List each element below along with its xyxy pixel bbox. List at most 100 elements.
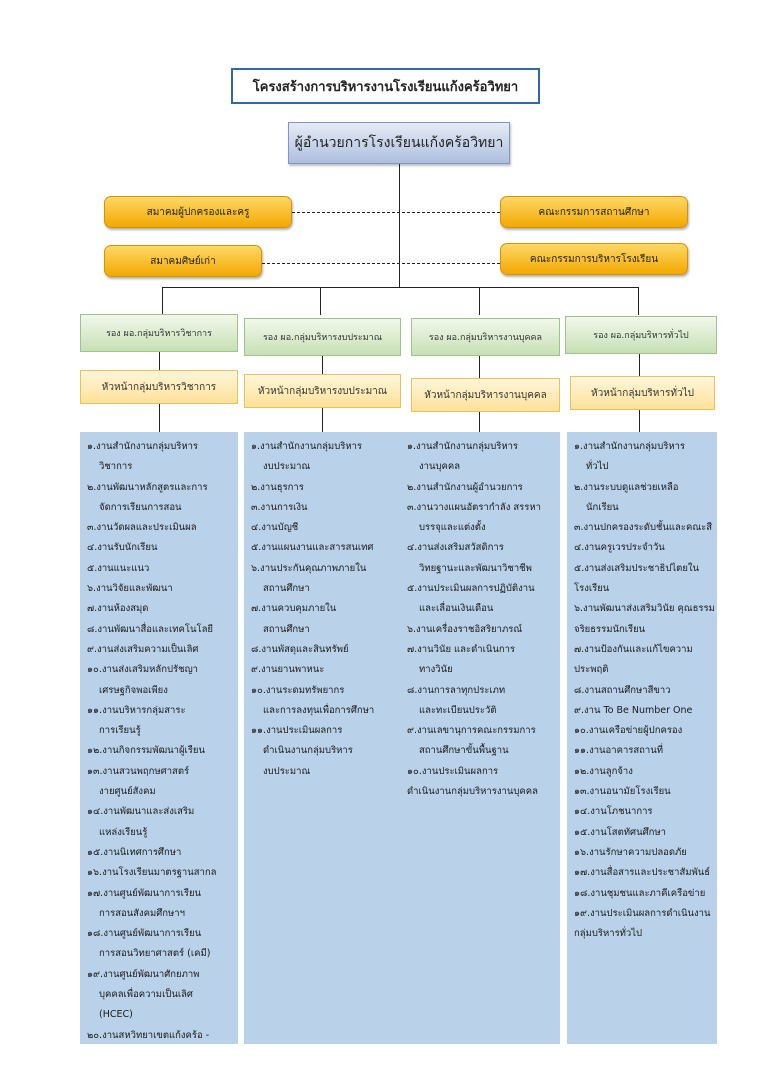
dash-link-top (292, 212, 500, 213)
task-item: จัดการเรียนการสอน (99, 501, 182, 513)
basic-education-committee-box: คณะกรรมการสถานศึกษา (500, 196, 688, 228)
budget-task-list: ๑.งานสำนักงานกลุ่มบริหารงบประมาณ ๒.งานธุร… (244, 432, 401, 1044)
task-item: นักเรียน (586, 501, 619, 513)
task-item: ๙.งานยานพาหนะ (251, 664, 325, 676)
task-item: ๒.งานสำนักงานผู้อำนวยการ (407, 481, 523, 493)
task-item: วิทยฐานะและพัฒนาวิชาชีพ (419, 562, 532, 574)
task-item: ๑๐.งานส่งเสริมหลักปรัชญา (87, 664, 199, 676)
task-item: จริยธรรมนักเรียน (574, 623, 646, 635)
school-admin-committee-box: คณะกรรมการบริหารโรงเรียน (500, 243, 688, 275)
task-item: ๘.งานพัสดุและสินทรัพย์ (251, 643, 349, 655)
task-item: กลุ่มบริหารทั่วไป (574, 928, 643, 940)
task-item: ๔.งานรับนักเรียน (87, 542, 158, 554)
dash-link-bottom (262, 263, 500, 264)
task-item: ๙.งานเลขานุการคณะกรรมการ (407, 725, 536, 737)
task-item: ๑๔.งานโภชนาการ (574, 806, 653, 818)
task-item: ๑๙.งานศูนย์พัฒนาศักยภาพ (87, 968, 200, 980)
task-item: ๒.งานระบบดูแลช่วยเหลือ (574, 481, 679, 493)
task-item: โรงเรียน (574, 583, 610, 595)
connector-drop-4 (638, 287, 639, 315)
task-item: ๑๑.งานอาคารสถานที่ (574, 745, 664, 757)
task-item: งานบุคคล (419, 461, 461, 473)
task-item: ๑๒.งานกิจกรรมพัฒนาผู้เรียน (87, 745, 205, 757)
task-item: ๑๐.งานเครือข่ายผู้ปกครอง (574, 725, 683, 737)
task-item: ๑๐.งานประเมินผลการ (407, 765, 499, 777)
head-budget-box: หัวหน้ากลุ่มบริหารงบประมาณ (244, 374, 401, 408)
connector-deputy-head-4 (639, 354, 640, 376)
task-item: ๑๑.งานบริหารกลุ่มสาระ (87, 704, 186, 716)
task-item: วิชาการ (99, 461, 133, 473)
task-item: และการลงทุนเพื่อการศึกษา (263, 704, 375, 716)
page-title: โครงสร้างการบริหารงานโรงเรียนแก้งคร้อวิท… (231, 68, 540, 104)
connector-drop-1 (162, 287, 163, 315)
connector-drop-3 (479, 287, 480, 315)
task-item: ๒๐.งานสหวิทยาเขตแก้งคร้อ - (87, 1029, 210, 1041)
task-item: ๘.งานสถานศึกษาสีขาว (574, 684, 671, 696)
task-item: ๑๕.งานนิเทศการศึกษา (87, 846, 182, 858)
task-item: ๑๒.งานลูกจ้าง (574, 765, 633, 777)
task-item: ๓.งานวางแผนอัตรากำลัง สรรหา (407, 501, 541, 513)
task-item: ๕.งานส่งเสริมประชาธิปไตยใน (574, 562, 700, 574)
task-item: ๔.งานบัญชี (251, 522, 299, 534)
task-item: ๑๖.งานรักษาความปลอดภัย (574, 846, 687, 858)
task-item: ทั่วไป (586, 461, 609, 473)
deputy-personnel-box: รอง ผอ.กลุ่มบริหารงานบุคคล (411, 318, 560, 356)
task-item: ทางวินัย (419, 664, 453, 676)
task-item: ๑๙.งานประเมินผลการดำเนินงาน (574, 907, 711, 919)
task-item: ๑๔.งานพัฒนาและส่งเสริม (87, 806, 195, 818)
task-item: สถานศึกษา (263, 623, 310, 635)
task-item: ๑๗.งานศูนย์พัฒนาการเรียน (87, 887, 202, 899)
alumni-association-box: สมาคมศิษย์เก่า (104, 245, 262, 277)
deputy-academic-box: รอง ผอ.กลุ่มบริหารวิชาการ (80, 314, 238, 352)
connector-main-vertical (399, 164, 400, 288)
task-item: ๕.งานแนะแนว (87, 562, 150, 574)
deputy-budget-box: รอง ผอ.กลุ่มบริหารงบประมาณ (244, 318, 401, 356)
task-item: บรรจุและแต่งตั้ง (419, 522, 486, 534)
task-item: ๓.งานการเงิน (251, 501, 308, 513)
task-item: ๔.งานส่งเสริมสวัสดิการ (407, 542, 504, 554)
task-item: ๑.งานสำนักงานกลุ่มบริหาร (574, 441, 686, 452)
task-item: ๓.งานปกครองระดับชั้นและคณะสี (574, 522, 713, 534)
connector-head-list-1 (159, 404, 160, 432)
task-item: ๗.งานควบคุมภายใน (251, 603, 337, 615)
task-item: ๑.งานสำนักงานกลุ่มบริหาร (87, 441, 199, 452)
task-item: ๑๖.งานโรงเรียนมาตรฐานสากล (87, 867, 217, 879)
task-item: ๖.งานวิจัยและพัฒนา (87, 583, 173, 595)
connector-head-list-3 (479, 412, 480, 432)
head-personnel-box: หัวหน้ากลุ่มบริหารงานบุคคล (411, 378, 560, 412)
task-item: แหล่งเรียนรู้ (99, 826, 148, 838)
task-item: (HCEC) (99, 1009, 133, 1021)
task-item: ๙.งาน To Be Number One (574, 704, 693, 716)
task-item: ๗.งานห้องสมุด (87, 603, 149, 615)
task-item: สถานศึกษาขั้นพื้นฐาน (419, 745, 509, 757)
task-item: งายศูนย์สังคม (99, 786, 156, 798)
task-item: เศรษฐกิจพอเพียง (99, 684, 168, 696)
task-item: ๑๓.งานสวนพฤกษศาสตร์ (87, 765, 190, 777)
task-item: การเรียนรู้ (99, 725, 141, 737)
connector-deputy-head-2 (322, 356, 323, 374)
task-item: ๒.งานธุรการ (251, 481, 304, 493)
connector-head-list-4 (639, 410, 640, 432)
task-item: ๑๐.งานระดมทรัพยากร (251, 684, 345, 696)
task-item: ๕.งานประเมินผลการปฏิบัติงาน (407, 583, 535, 595)
task-item: การสอนวิทยาศาสตร์ (เคมี) (99, 948, 211, 960)
task-item: ๑๓.งานอนามัยโรงเรียน (574, 786, 671, 798)
parents-teachers-association-box: สมาคมผู้ปกครองและครู (104, 196, 292, 228)
connector-horizontal-bus (162, 287, 638, 288)
task-item: ๙.งานส่งเสริมความเป็นเลิศ (87, 643, 199, 655)
task-item: การสอนสังคมศึกษาฯ (99, 907, 185, 919)
task-item: ๖.งานประกันคุณภาพภายใน (251, 562, 367, 574)
task-item: ๑๕.งานโสตทัศนศึกษา (574, 826, 666, 838)
connector-drop-2 (320, 287, 321, 315)
task-item: ๒.งานพัฒนาหลักสูตรและการ (87, 481, 208, 493)
task-item: ดำเนินงานกลุ่มบริหารงานบุคคล (407, 786, 538, 798)
connector-deputy-head-1 (159, 352, 160, 370)
task-item: ๖.งานเครื่องราชอิสริยาภรณ์ (407, 623, 523, 635)
task-item: ๑๑.งานประเมินผลการ (251, 725, 343, 737)
task-item: งบประมาณ (263, 765, 311, 777)
task-item: และเลื่อนเงินเดือน (419, 603, 494, 615)
task-item: ดำเนินงานกลุ่มบริหาร (263, 745, 353, 757)
task-item: บุคคลเพื่อความเป็นเลิศ (99, 989, 193, 1001)
task-item: ๑.งานสำนักงานกลุ่มบริหาร (251, 441, 363, 452)
head-general-box: หัวหน้ากลุ่มบริหารทั่วไป (570, 376, 715, 410)
